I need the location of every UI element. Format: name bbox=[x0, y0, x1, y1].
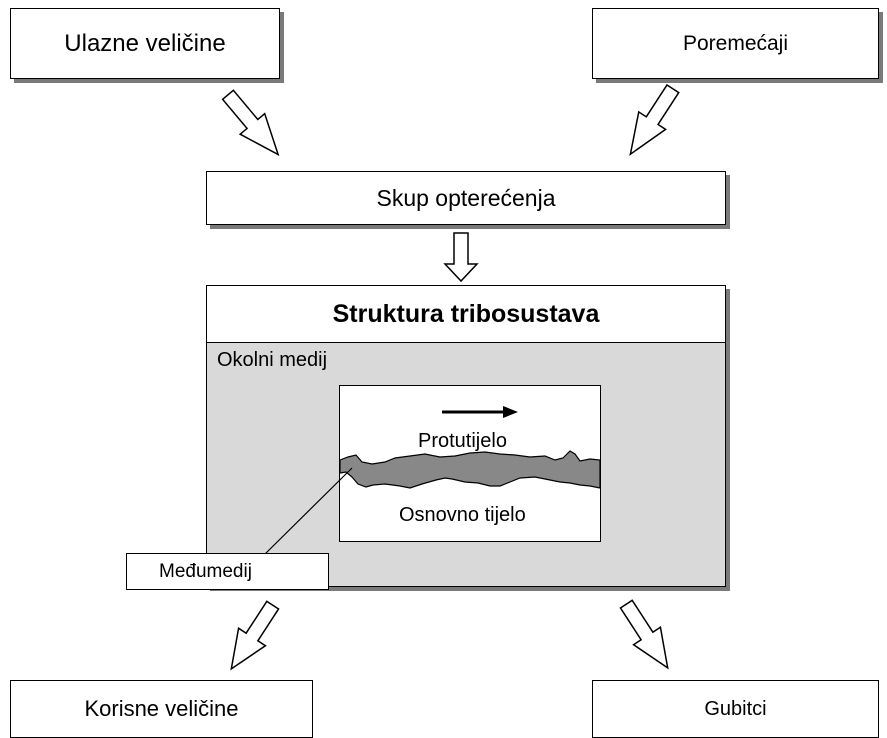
counterbody-label: Protutijelo bbox=[418, 430, 507, 452]
disturbances-box: Poremećaji bbox=[592, 8, 879, 79]
useful-outputs-box: Korisne veličine bbox=[10, 680, 313, 738]
arrow-inputs-to-load bbox=[221, 89, 280, 157]
input-quantities-box: Ulazne veličine bbox=[10, 8, 280, 79]
tribosystem-title: Struktura tribosustava bbox=[332, 299, 600, 328]
losses-box: Gubitci bbox=[592, 680, 879, 738]
environment-label: Okolni medij bbox=[217, 349, 328, 371]
disturbances-label: Poremećaji bbox=[682, 31, 789, 55]
interface-label-box: Međumedij bbox=[126, 553, 329, 590]
interface-leader-line bbox=[261, 467, 353, 558]
base-body-label: Osnovno tijelo bbox=[399, 504, 526, 526]
interface-label: Međumedij bbox=[159, 560, 252, 582]
useful-outputs-label: Korisne veličine bbox=[84, 696, 239, 721]
load-set-label: Skup opterećenja bbox=[376, 184, 556, 211]
arrow-disturbances-to-load bbox=[629, 83, 680, 156]
losses-label: Gubitci bbox=[704, 697, 767, 720]
input-quantities-label: Ulazne veličine bbox=[64, 29, 226, 57]
arrow-structure-to-losses bbox=[619, 599, 669, 670]
tribosystem-structure-box: Struktura tribosustava Okolni medij bbox=[206, 285, 726, 587]
load-set-box: Skup opterećenja bbox=[206, 171, 726, 225]
motion-direction-arrow bbox=[442, 406, 518, 418]
arrow-structure-to-outputs bbox=[230, 600, 280, 671]
interface-layer bbox=[339, 450, 601, 489]
arrow-load-to-structure bbox=[443, 232, 479, 283]
tribosystem-title-bar: Struktura tribosustava bbox=[207, 286, 725, 343]
